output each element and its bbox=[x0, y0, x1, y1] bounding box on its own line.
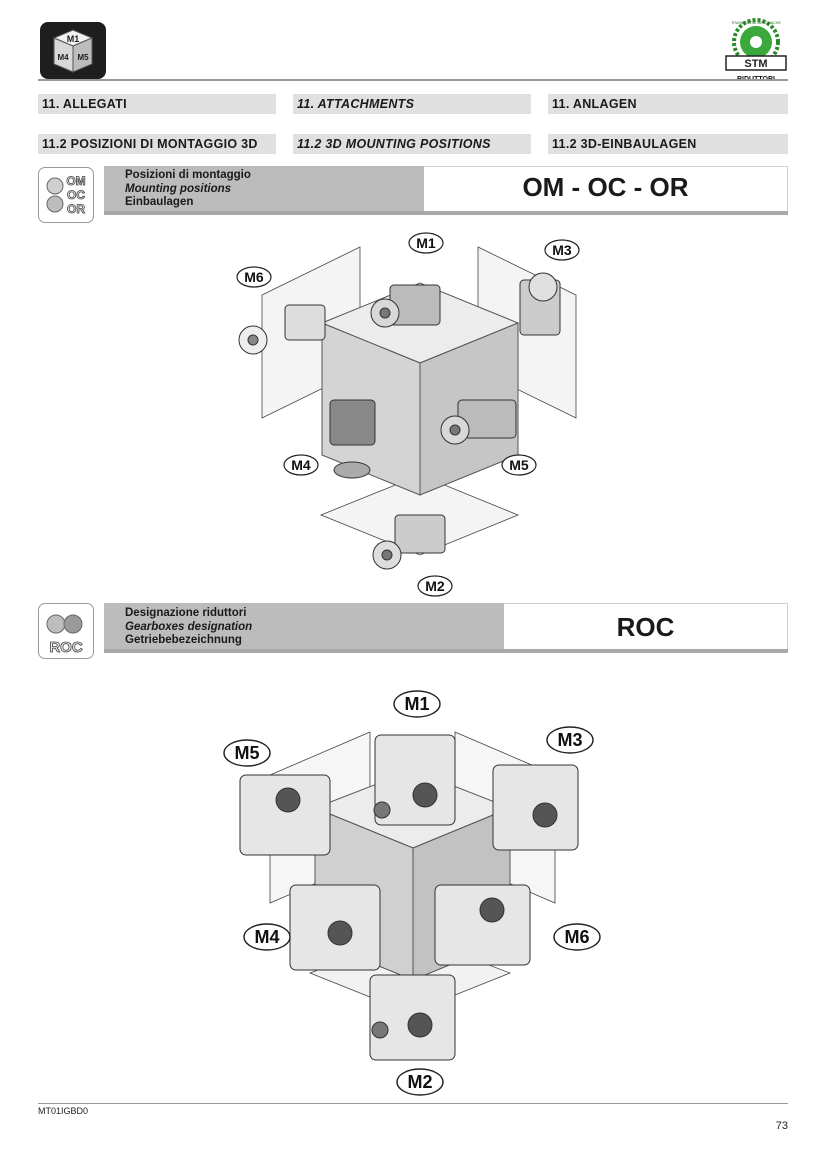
roc-position-m2: M2 bbox=[407, 1072, 432, 1092]
section1-band bbox=[104, 166, 424, 211]
section1-band-rule bbox=[104, 211, 788, 215]
section1-title: OM - OC - OR bbox=[522, 172, 689, 202]
section2-line-it: Designazione riduttori bbox=[125, 607, 247, 619]
heading-attachments: 11. ATTACHMENTS bbox=[293, 94, 531, 114]
header-rule bbox=[38, 79, 788, 81]
section2-line-en: Gearboxes designation bbox=[125, 620, 253, 633]
om-position-m6: M6 bbox=[244, 269, 264, 285]
section1-title-box bbox=[424, 166, 788, 212]
icon-label-or: OR bbox=[67, 202, 85, 216]
om-oc-or-mounting-diagram: M1 M2 M3 M4 M5 M6 bbox=[225, 225, 605, 600]
heading-allegati: 11. ALLEGATI bbox=[38, 94, 276, 114]
section1-line-de: Einbaulagen bbox=[125, 196, 194, 208]
subheading-mounting: 11.2 3D MOUNTING POSITIONS bbox=[293, 134, 531, 154]
section2-band-rule bbox=[104, 649, 788, 653]
section2-band bbox=[104, 603, 504, 649]
logo-label-m5: M5 bbox=[77, 53, 89, 62]
om-position-m4: M4 bbox=[291, 457, 311, 473]
heading-anlagen: 11. ANLAGEN bbox=[548, 94, 788, 114]
om-oc-or-icon: OM OC OR bbox=[38, 167, 94, 223]
om-position-m3: M3 bbox=[552, 242, 572, 258]
om-position-m2: M2 bbox=[425, 578, 445, 594]
document-code: MT01IGBD0 bbox=[38, 1106, 89, 1116]
subheading-posizioni: 11.2 POSIZIONI DI MONTAGGIO 3D bbox=[38, 134, 276, 154]
section1-line-en: Mounting positions bbox=[125, 182, 232, 195]
logo-mounting-cube: M1 M4 M5 bbox=[40, 22, 106, 79]
stm-logo-top: TRASMISSIONI MECCANICHE bbox=[731, 21, 781, 25]
logo-label-m1: M1 bbox=[67, 34, 80, 44]
roc-icon: ROC bbox=[38, 603, 94, 659]
roc-mounting-diagram: M1 M2 M3 M4 M5 M6 bbox=[210, 685, 610, 1097]
section1-labels: Posizioni di montaggio Mounting position… bbox=[125, 169, 251, 210]
section2-title-box bbox=[504, 603, 788, 650]
roc-position-m3: M3 bbox=[557, 730, 582, 750]
page-number: 73 bbox=[775, 1120, 788, 1132]
icon-label-roc: ROC bbox=[49, 639, 83, 656]
logo-label-m4: M4 bbox=[57, 53, 69, 62]
icon-label-oc: OC bbox=[67, 188, 85, 202]
section1-line-it: Posizioni di montaggio bbox=[125, 169, 251, 181]
section2-line-de: Getriebebezeichnung bbox=[125, 634, 242, 646]
om-position-m5: M5 bbox=[509, 457, 529, 473]
roc-position-m5: M5 bbox=[234, 743, 259, 763]
footer-rule bbox=[38, 1103, 788, 1104]
om-position-m1: M1 bbox=[416, 235, 436, 251]
subheading-einbaulagen: 11.2 3D-EINBAULAGEN bbox=[548, 134, 788, 154]
stm-logo-brand: STM bbox=[744, 58, 767, 70]
icon-label-om: OM bbox=[66, 174, 85, 188]
stm-logo: STM RIDUTTORI TRASMISSIONI MECCANICHE bbox=[720, 16, 792, 86]
roc-position-m6: M6 bbox=[564, 927, 589, 947]
section2-title: ROC bbox=[616, 612, 675, 642]
roc-position-m4: M4 bbox=[254, 927, 279, 947]
roc-position-m1: M1 bbox=[404, 694, 429, 714]
section2-labels: Designazione riduttori Gearboxes designa… bbox=[125, 607, 252, 648]
